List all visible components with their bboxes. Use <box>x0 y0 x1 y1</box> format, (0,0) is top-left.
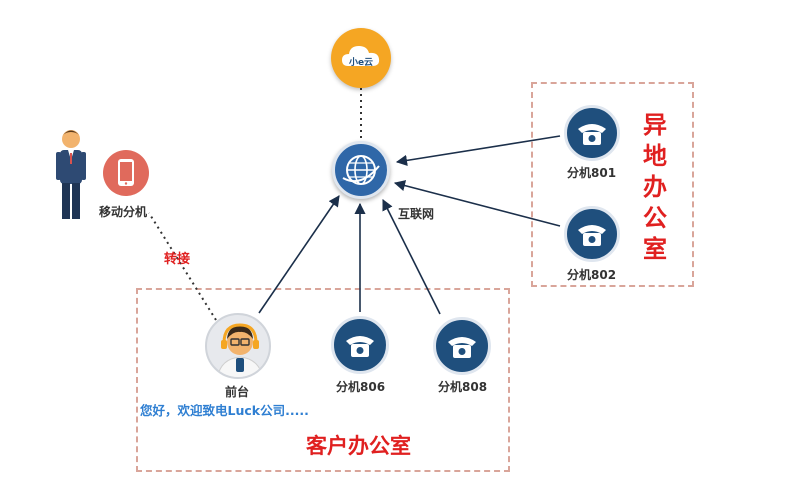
phone-808-icon <box>448 337 476 358</box>
remote-office-box <box>531 82 694 287</box>
extension-806-label: 分机806 <box>336 380 386 394</box>
remote-office-label: 异地办公室 <box>643 111 667 263</box>
client-office-box <box>136 288 510 472</box>
extension-802-node <box>564 206 620 262</box>
globe-icon <box>342 155 380 185</box>
mobile-label: 移动分机 <box>99 205 148 219</box>
arrow-808 <box>382 198 441 315</box>
internet-label: 互联网 <box>398 207 435 221</box>
extension-808-label: 分机808 <box>438 380 488 394</box>
mobile-node <box>103 150 149 196</box>
extension-801-label: 分机801 <box>567 166 617 180</box>
mobile-phone-icon <box>118 159 134 186</box>
internet-node <box>332 141 390 199</box>
cloud-label: 小e云 <box>348 58 374 68</box>
agent-icon <box>217 323 263 377</box>
phone-806-icon <box>346 336 374 357</box>
person-icon <box>56 130 86 219</box>
cloud-icon <box>342 46 380 66</box>
arrow-801 <box>395 135 561 166</box>
cloud-node: 小e云 <box>331 28 391 88</box>
phone-802-icon <box>578 225 606 246</box>
transfer-label: 转接 <box>164 252 191 267</box>
arrow-front-desk <box>258 195 340 314</box>
front-desk-node <box>205 313 271 379</box>
extension-802-label: 分机802 <box>567 268 617 282</box>
phone-801-icon <box>578 124 606 145</box>
extension-801-node <box>564 105 620 161</box>
front-desk-greeting: 您好，欢迎致电Luck公司..... <box>140 403 309 418</box>
client-office-label: 客户办公室 <box>306 434 411 458</box>
arrow-802 <box>393 180 561 227</box>
extension-806-node <box>331 316 389 374</box>
front-desk-label: 前台 <box>225 385 250 399</box>
extension-808-node <box>433 317 491 375</box>
